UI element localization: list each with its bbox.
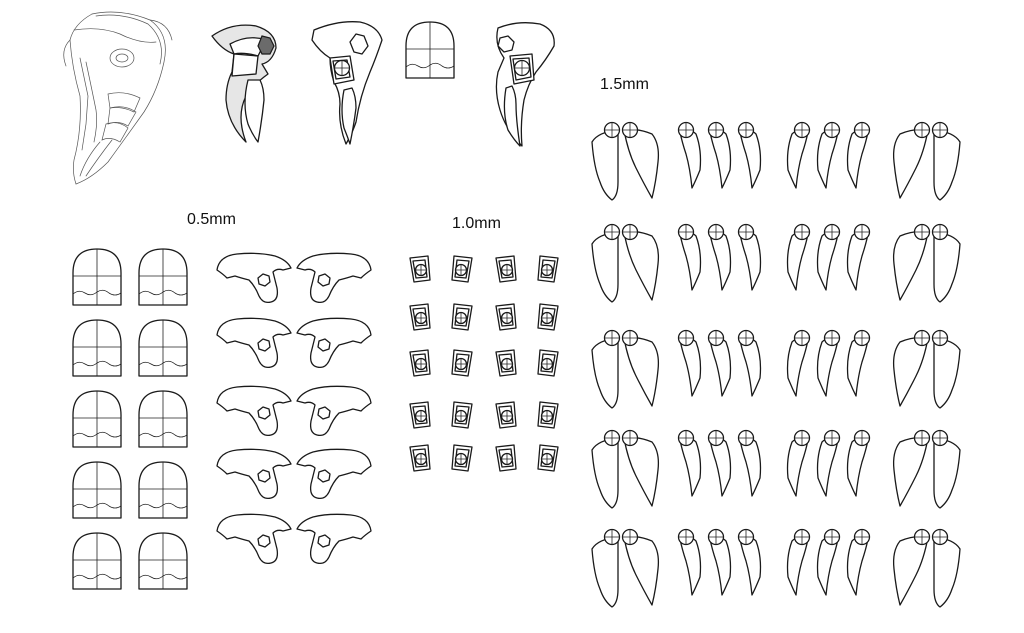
exploded-view-plate [405, 21, 455, 79]
label-1-0mm: 1.0mm [452, 215, 501, 232]
brackets-1-0mm [409, 255, 558, 472]
label-1-5mm: 1.5mm [600, 76, 649, 93]
plates-0-5mm [72, 248, 188, 590]
exploded-view-2 [311, 21, 383, 145]
concept-sketch [63, 11, 173, 185]
fangs-1-5mm [592, 123, 960, 608]
label-0-5mm: 0.5mm [187, 211, 236, 228]
exploded-view-1 [211, 24, 277, 143]
exploded-view-3 [495, 22, 555, 147]
hoods-0-5mm [216, 252, 371, 565]
